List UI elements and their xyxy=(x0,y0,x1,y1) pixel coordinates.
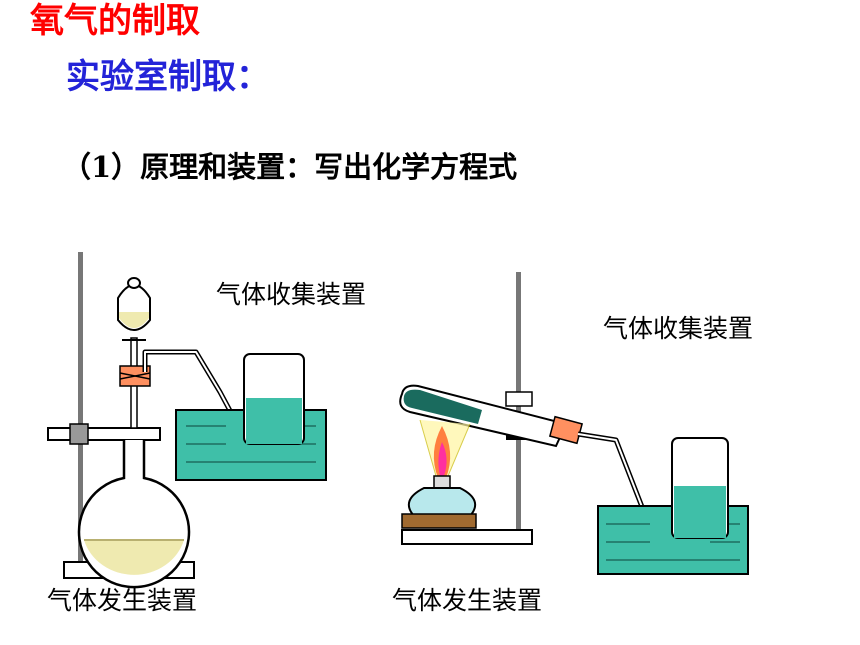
stand-base-right xyxy=(401,529,533,545)
alcohol-lamp xyxy=(407,487,477,517)
label-collection-left: 气体收集装置 xyxy=(216,280,367,309)
gas-collection-apparatus-right xyxy=(597,437,749,575)
label-collection-right: 气体收集装置 xyxy=(603,314,754,343)
section-heading: （1）原理和装置：写出化学方程式 xyxy=(62,150,518,184)
label-generation-right: 气体发生装置 xyxy=(392,586,543,615)
solid-reagent xyxy=(403,389,482,424)
solid-heating-apparatus xyxy=(399,272,701,553)
gas-collection-apparatus-left xyxy=(175,353,327,481)
clamp-arm-left xyxy=(47,427,161,441)
label-generation-left: 气体发生装置 xyxy=(47,586,198,615)
lamp-block xyxy=(401,513,477,529)
stand-rod-left xyxy=(78,252,83,564)
slide-title: 氧气的制取 xyxy=(30,1,200,41)
flask-liquid xyxy=(84,540,184,575)
slide-subtitle: 实验室制取： xyxy=(66,57,270,97)
